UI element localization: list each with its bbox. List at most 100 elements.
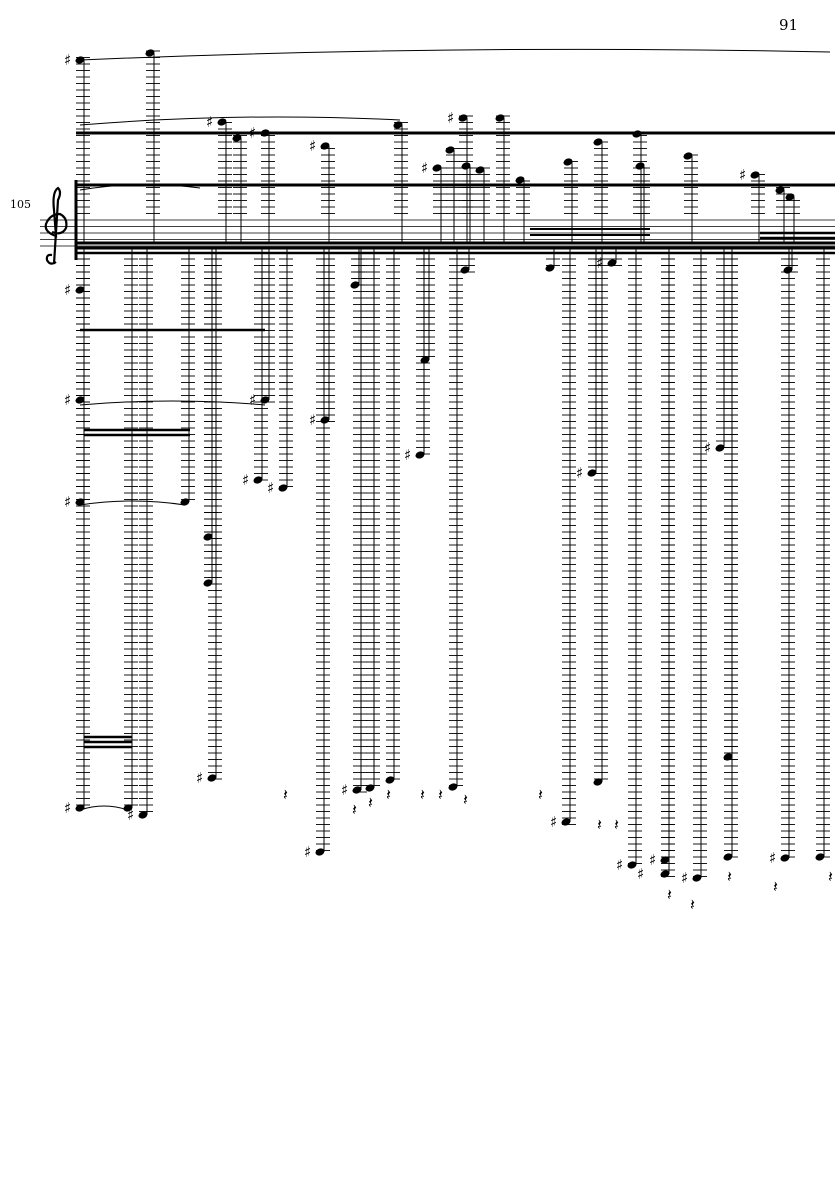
rest-icon: 𝄽 bbox=[463, 790, 468, 809]
sharp-icon: ♯ bbox=[309, 411, 316, 429]
sharp-icon: ♯ bbox=[242, 471, 249, 489]
notehead bbox=[138, 811, 148, 819]
note bbox=[123, 248, 138, 812]
note: ♯ bbox=[649, 248, 675, 869]
sharp-icon: ♯ bbox=[249, 124, 256, 142]
sharp-icon: ♯ bbox=[64, 493, 71, 511]
note: ♯ bbox=[576, 248, 602, 482]
sharp-icon: ♯ bbox=[447, 109, 454, 127]
sharp-icon: ♯ bbox=[64, 51, 71, 69]
notehead bbox=[785, 193, 795, 201]
notehead bbox=[145, 49, 155, 57]
rest-icon: 𝄽 bbox=[773, 877, 778, 896]
clef bbox=[44, 186, 68, 265]
notehead bbox=[723, 753, 733, 761]
sharp-icon: ♯ bbox=[769, 849, 776, 867]
rest-icon: 𝄽 bbox=[386, 785, 391, 804]
rest-icon: 𝄽 bbox=[727, 867, 732, 886]
sharp-icon: ♯ bbox=[249, 391, 256, 409]
note: ♯ bbox=[64, 248, 90, 817]
sharp-icon: ♯ bbox=[550, 813, 557, 831]
notehead bbox=[683, 152, 693, 160]
notehead bbox=[458, 114, 468, 122]
notehead bbox=[461, 162, 471, 170]
notehead bbox=[515, 176, 525, 184]
notehead bbox=[495, 114, 505, 122]
note bbox=[723, 248, 738, 861]
notehead bbox=[260, 129, 270, 137]
notehead bbox=[783, 266, 793, 274]
notehead bbox=[460, 266, 470, 274]
note bbox=[460, 248, 475, 274]
note bbox=[563, 158, 578, 243]
note bbox=[445, 146, 460, 243]
staff-lines bbox=[40, 180, 835, 260]
note bbox=[385, 248, 400, 784]
sharp-icon: ♯ bbox=[681, 869, 688, 887]
notehead bbox=[750, 171, 760, 179]
notehead bbox=[207, 774, 217, 782]
note bbox=[515, 176, 530, 243]
notehead bbox=[180, 498, 190, 506]
note bbox=[545, 248, 560, 272]
note: ♯ bbox=[681, 248, 707, 887]
note: ♯ bbox=[769, 248, 795, 867]
notehead bbox=[315, 848, 325, 856]
notehead bbox=[278, 484, 288, 492]
note: ♯ bbox=[421, 159, 447, 243]
notehead bbox=[123, 804, 133, 812]
note bbox=[350, 248, 365, 289]
note: ♯ bbox=[447, 109, 473, 243]
notehead bbox=[232, 134, 242, 142]
sharp-icon: ♯ bbox=[421, 159, 428, 177]
notehead bbox=[415, 451, 425, 459]
slur bbox=[79, 116, 401, 126]
sharp-icon: ♯ bbox=[649, 851, 656, 869]
notehead bbox=[775, 186, 785, 194]
sharp-icon: ♯ bbox=[304, 843, 311, 861]
rest-icon: 𝄽 bbox=[828, 867, 833, 886]
note: ♯ bbox=[739, 166, 765, 243]
notehead bbox=[75, 804, 85, 812]
note bbox=[475, 166, 490, 243]
rest-icon: 𝄽 bbox=[690, 895, 695, 914]
slur bbox=[79, 48, 831, 61]
notehead bbox=[420, 356, 430, 364]
notehead bbox=[475, 166, 485, 174]
notehead bbox=[587, 469, 597, 477]
notehead bbox=[692, 874, 702, 882]
rest-icon: 𝄽 bbox=[614, 815, 619, 834]
note bbox=[593, 248, 608, 786]
notehead bbox=[607, 259, 617, 267]
note: ♯ bbox=[309, 137, 335, 243]
note bbox=[145, 49, 160, 243]
sharp-icon: ♯ bbox=[64, 391, 71, 409]
notehead bbox=[393, 121, 403, 129]
notehead bbox=[445, 146, 455, 154]
sharp-icon: ♯ bbox=[64, 799, 71, 817]
note bbox=[365, 248, 380, 792]
note bbox=[448, 248, 463, 791]
note bbox=[495, 114, 510, 243]
sharp-icon: ♯ bbox=[739, 166, 746, 184]
sharp-icon: ♯ bbox=[637, 865, 644, 883]
note: ♯ bbox=[637, 248, 675, 883]
sharp-icon: ♯ bbox=[576, 464, 583, 482]
rest-icon: 𝄽 bbox=[352, 800, 357, 819]
note: ♯ bbox=[249, 248, 275, 409]
note bbox=[683, 152, 698, 243]
note bbox=[785, 193, 800, 243]
notehead bbox=[320, 142, 330, 150]
notehead bbox=[815, 853, 825, 861]
note: ♯ bbox=[127, 248, 153, 824]
page-number: 91 bbox=[779, 16, 799, 34]
note: ♯ bbox=[404, 248, 430, 464]
notehead bbox=[660, 856, 670, 864]
sharp-icon: ♯ bbox=[64, 281, 71, 299]
notehead bbox=[253, 476, 263, 484]
notehead bbox=[545, 264, 555, 272]
note: ♯ bbox=[242, 248, 268, 489]
notehead bbox=[593, 138, 603, 146]
